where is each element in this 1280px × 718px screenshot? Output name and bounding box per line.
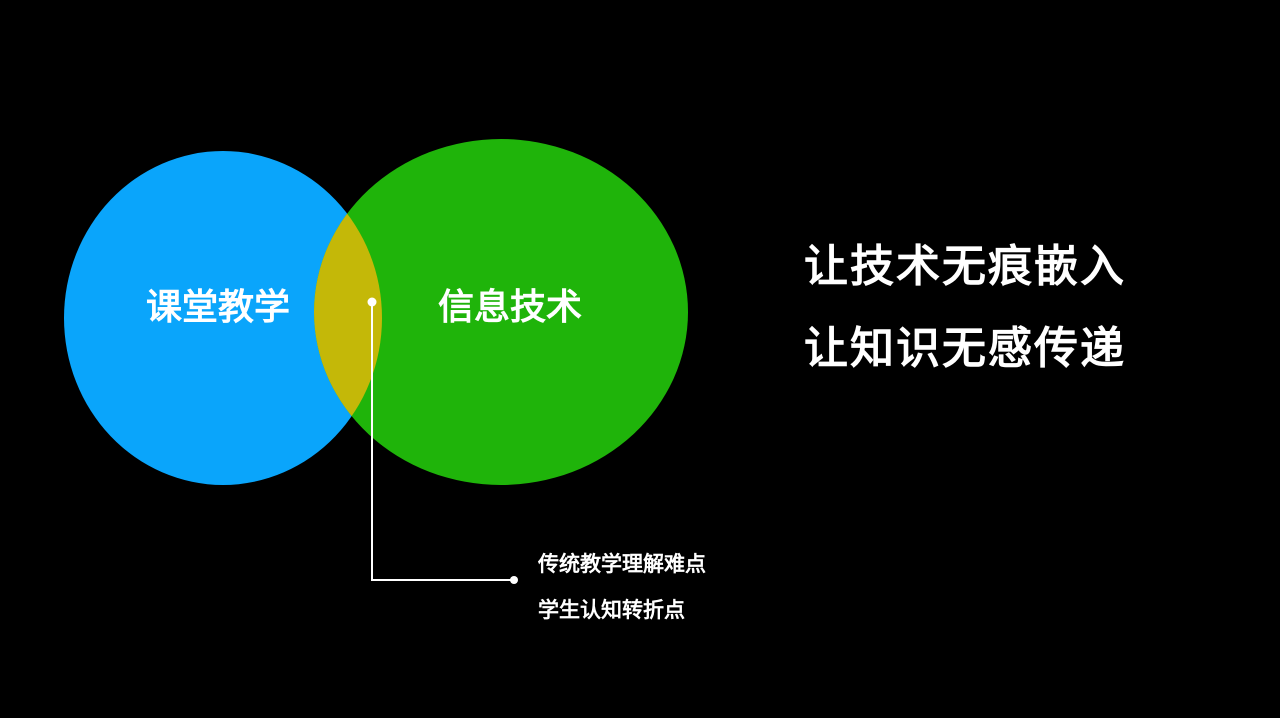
callout-line-1: 传统教学理解难点 (538, 552, 706, 576)
callout-end-dot (510, 576, 518, 584)
callout-start-dot (367, 297, 377, 307)
circle-information-technology (314, 139, 688, 485)
left-circle-label: 课堂教学 (146, 287, 291, 328)
callout-line (371, 302, 514, 581)
slogan-line-2: 让知识无感传递 (804, 323, 1126, 374)
right-circle-label: 信息技术 (438, 287, 583, 328)
circle-classroom-teaching (64, 151, 382, 485)
slogan-line-1: 让技术无痕嵌入 (804, 241, 1126, 292)
callout-line-2: 学生认知转折点 (538, 598, 685, 622)
